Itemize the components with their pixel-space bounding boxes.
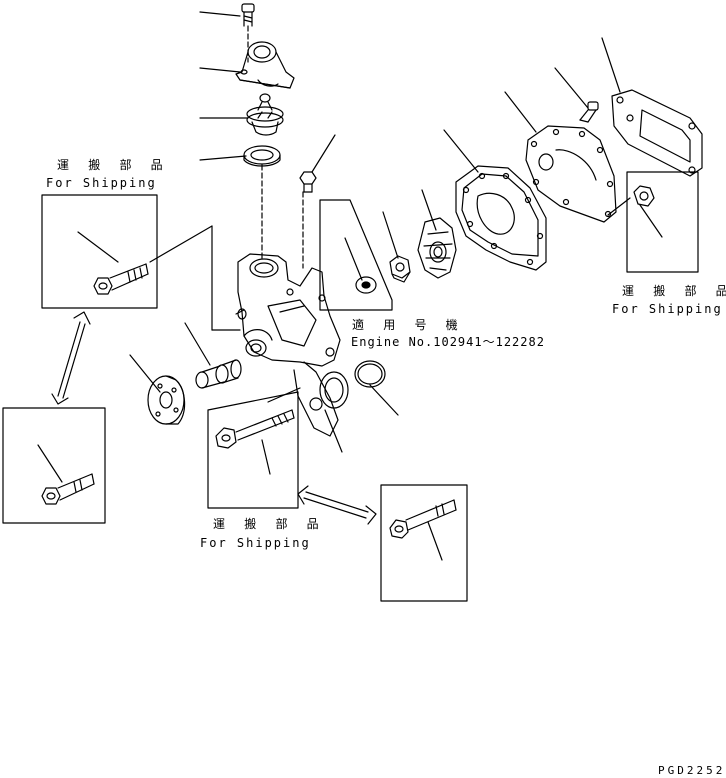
pump-body-part: [235, 253, 349, 437]
shipping-label-en-left: For Shipping: [46, 176, 157, 190]
double-arrow-center: [297, 485, 377, 525]
double-arrow-left: [51, 311, 91, 405]
bolt-top-part: [241, 3, 255, 27]
cover-bolt-part: [579, 101, 599, 123]
applicable-engine-box: [319, 199, 393, 311]
shipping-washer-right: [633, 185, 655, 207]
thermostat-part: [246, 93, 284, 136]
seal-nut-part: [389, 255, 411, 283]
shipping-box-center: [207, 391, 299, 509]
shipping-label-jp-left: 運 搬 部 品: [57, 158, 169, 172]
shipping-box-left-bottom: [2, 407, 106, 524]
applicable-label-jp: 適 用 号 機: [352, 318, 464, 332]
shipping-bolt-left-top: [93, 263, 149, 295]
pump-gasket-part: [455, 165, 547, 271]
o-ring-part: [354, 360, 386, 388]
pulley-flange-part: [147, 375, 186, 425]
long-bolt-part: [215, 409, 295, 449]
impeller-part: [417, 217, 457, 279]
cover-gasket-part: [611, 89, 703, 177]
engine-number-range: Engine No.102941～122282: [351, 335, 545, 349]
drawing-code: PGD2252: [658, 764, 726, 777]
shaft-bearing-part: [195, 359, 242, 389]
shipping-bolt-left-bottom: [41, 473, 95, 505]
water-outlet-connector-part: [235, 41, 295, 89]
shipping-label-jp-center: 運 搬 部 品: [213, 517, 325, 531]
washer-part: [355, 276, 377, 294]
leader-lines: [37, 11, 663, 561]
shipping-label-en-right: For Shipping: [612, 302, 723, 316]
shipping-label-jp-right: 運 搬 部 品: [622, 284, 726, 298]
shipping-label-en-center: For Shipping: [200, 536, 311, 550]
plug-part: [299, 171, 317, 193]
shipping-box-left-top: [41, 194, 158, 309]
pump-cover-part: [525, 125, 617, 223]
shipping-box-right: [626, 171, 699, 273]
shipping-box-right-bottom: [380, 484, 468, 602]
thermostat-seal-part: [243, 145, 281, 167]
shipping-bolt-right-bottom: [389, 499, 457, 539]
